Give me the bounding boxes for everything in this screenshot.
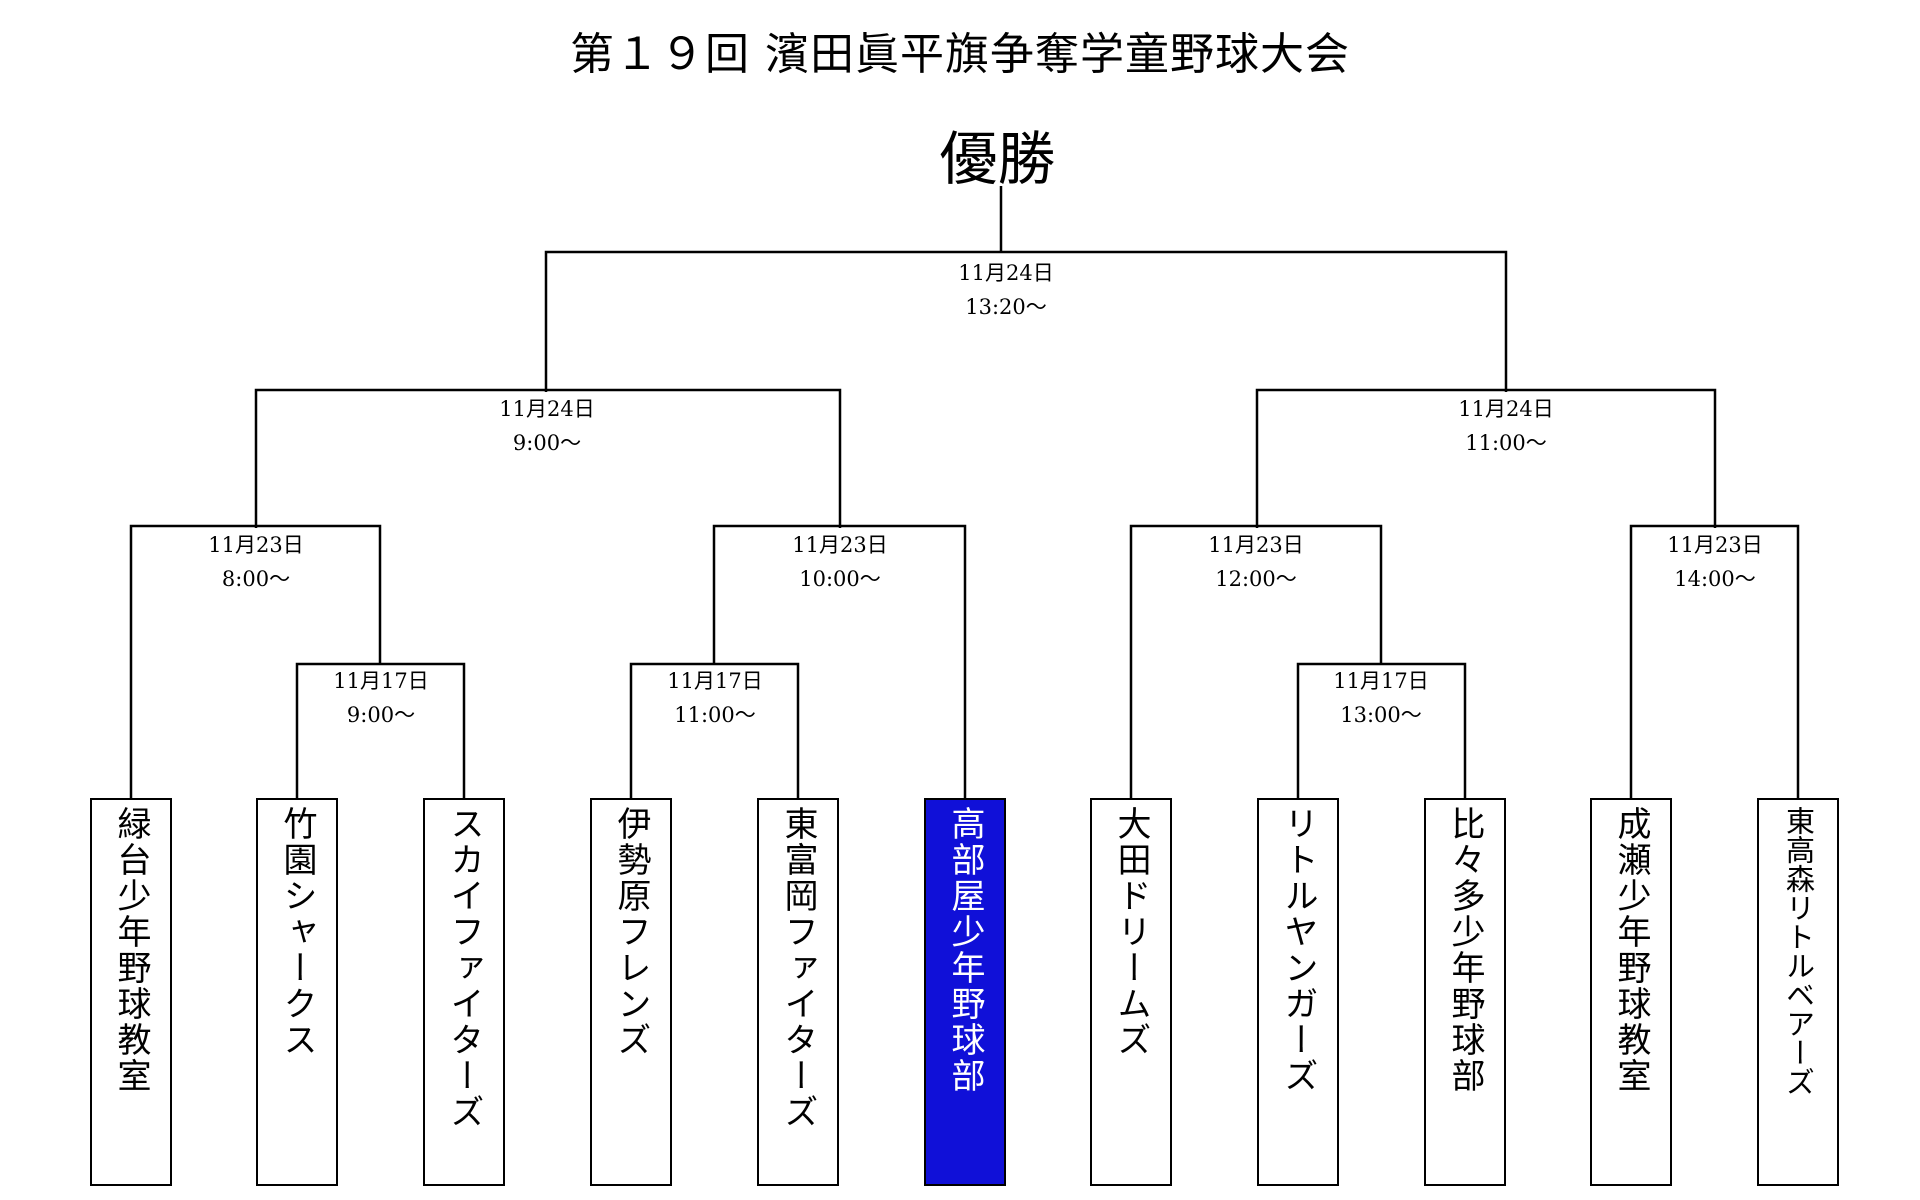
match-date: 11月23日 <box>1667 533 1763 557</box>
team-name: リトルヤンガーズ <box>1278 806 1318 1094</box>
team-box: 緑台少年野球教室 <box>90 798 172 1186</box>
match-time: 9:00～ <box>512 431 582 455</box>
match-label-final: 11月24日 13:20～ <box>906 256 1106 324</box>
team-name: 東富岡ファイターズ <box>778 806 818 1130</box>
match-label-sf-right: 11月24日 11:00～ <box>1406 392 1606 460</box>
match-date: 11月17日 <box>1333 669 1429 693</box>
match-label-qf3: 11月23日 12:00～ <box>1156 528 1356 596</box>
page-title: 第１９回 濱田眞平旗争奪学童野球大会 <box>570 29 1350 80</box>
bracket-final <box>544 250 1508 392</box>
match-label-r1-c: 11月17日 13:00～ <box>1281 664 1481 732</box>
bracket-r1-b <box>629 662 800 798</box>
bracket-qf4 <box>1629 524 1800 798</box>
match-time: 11:00～ <box>674 703 756 727</box>
match-time: 8:00～ <box>221 567 291 591</box>
team-box: 東富岡ファイターズ <box>757 798 839 1186</box>
team-box-winner: 高部屋少年野球部 <box>924 798 1006 1186</box>
team-box: スカイファイターズ <box>423 798 505 1186</box>
team-name: スカイファイターズ <box>444 806 484 1130</box>
match-time: 9:00～ <box>346 703 416 727</box>
match-time: 12:00～ <box>1215 567 1297 591</box>
match-date: 11月23日 <box>1208 533 1304 557</box>
team-box: 大田ドリームズ <box>1090 798 1172 1186</box>
team-name: 高部屋少年野球部 <box>945 806 985 1094</box>
match-date: 11月23日 <box>792 533 888 557</box>
bracket-qf3 <box>1129 524 1383 798</box>
team-name: 成瀬少年野球教室 <box>1611 806 1651 1094</box>
team-name: 比々多少年野球部 <box>1445 806 1485 1094</box>
bracket-sf-left <box>254 388 842 528</box>
team-box: リトルヤンガーズ <box>1257 798 1339 1186</box>
match-date: 11月23日 <box>208 533 304 557</box>
team-box: 成瀬少年野球教室 <box>1590 798 1672 1186</box>
bracket-qf2 <box>712 524 967 798</box>
match-label-qf1: 11月23日 8:00～ <box>156 528 356 596</box>
match-date: 11月24日 <box>499 397 595 421</box>
team-name: 竹園シャークス <box>277 806 317 1058</box>
match-time: 11:00～ <box>1465 431 1547 455</box>
match-label-qf4: 11月23日 14:00～ <box>1615 528 1815 596</box>
team-name: 大田ドリームズ <box>1111 806 1151 1058</box>
match-date: 11月17日 <box>667 669 763 693</box>
match-date: 11月24日 <box>1458 397 1554 421</box>
match-label-qf2: 11月23日 10:00～ <box>740 528 940 596</box>
bracket-r1-c <box>1296 662 1467 798</box>
champion-label: 優勝 <box>939 125 1056 193</box>
match-date: 11月17日 <box>333 669 429 693</box>
match-label-r1-a: 11月17日 9:00～ <box>281 664 481 732</box>
team-box: 竹園シャークス <box>256 798 338 1186</box>
match-label-sf-left: 11月24日 9:00～ <box>447 392 647 460</box>
match-date: 11月24日 <box>958 261 1054 285</box>
match-time: 10:00～ <box>799 567 881 591</box>
team-name: 東高森リトルベアーズ <box>1781 806 1816 1096</box>
match-label-r1-b: 11月17日 11:00～ <box>615 664 815 732</box>
team-box: 伊勢原フレンズ <box>590 798 672 1186</box>
team-box: 東高森リトルベアーズ <box>1757 798 1839 1186</box>
bracket-sf-right <box>1255 388 1717 528</box>
team-box: 比々多少年野球部 <box>1424 798 1506 1186</box>
team-name: 緑台少年野球教室 <box>111 806 151 1094</box>
match-time: 13:20～ <box>965 295 1047 319</box>
team-name: 伊勢原フレンズ <box>611 806 651 1058</box>
match-time: 14:00～ <box>1674 567 1756 591</box>
match-time: 13:00～ <box>1340 703 1422 727</box>
bracket-qf1 <box>129 524 382 798</box>
bracket-r1-a <box>295 662 466 798</box>
